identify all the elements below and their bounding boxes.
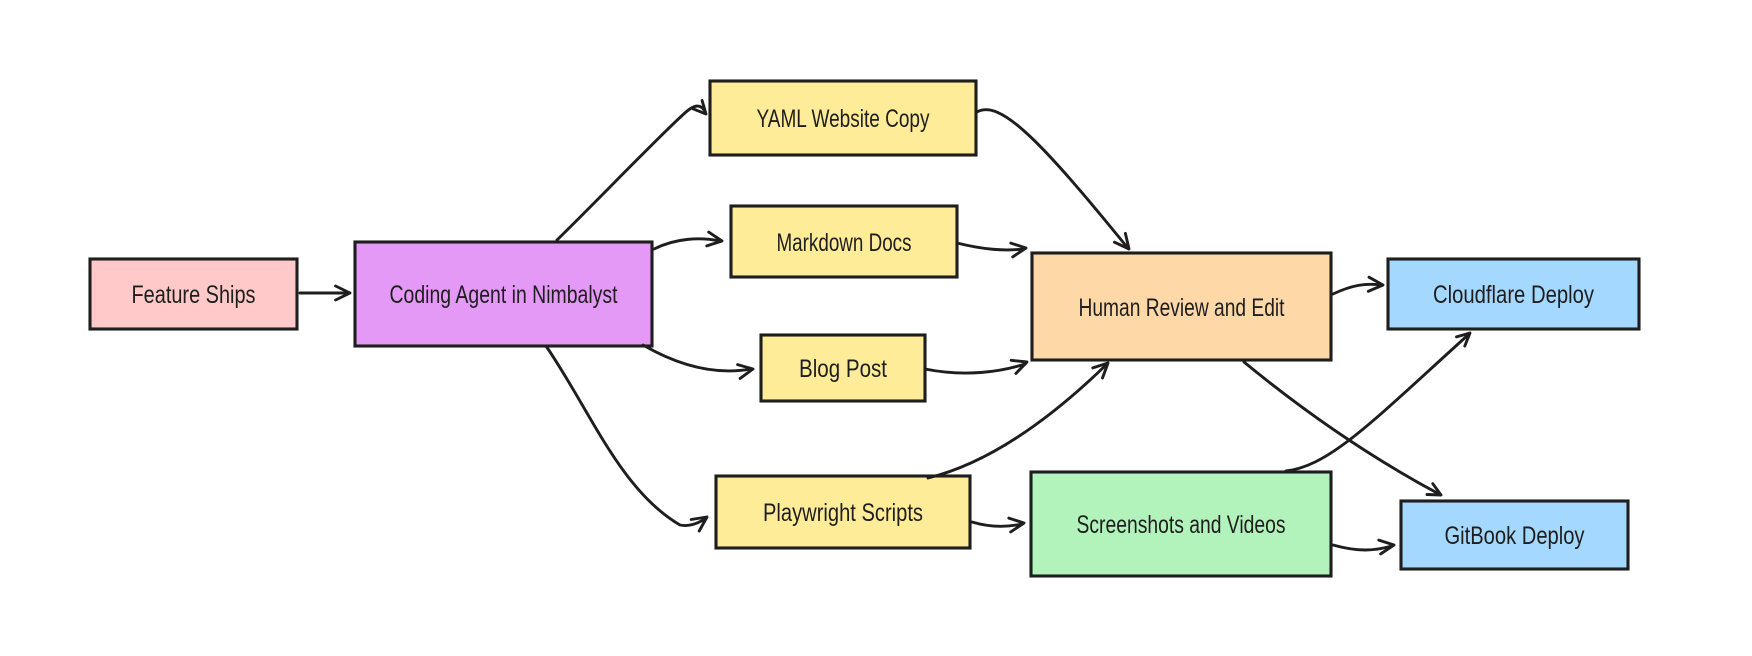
svg-text:Playwright Scripts: Playwright Scripts: [763, 499, 923, 527]
svg-text:YAML Website Copy: YAML Website Copy: [757, 105, 930, 133]
svg-text:Blog Post: Blog Post: [799, 355, 887, 383]
svg-text:Feature Ships: Feature Ships: [132, 281, 256, 309]
svg-text:Markdown Docs: Markdown Docs: [777, 229, 912, 257]
svg-text:Human Review and Edit: Human Review and Edit: [1079, 294, 1285, 322]
svg-text:GitBook Deploy: GitBook Deploy: [1445, 522, 1585, 550]
svg-text:Coding Agent in Nimbalyst: Coding Agent in Nimbalyst: [390, 281, 618, 309]
svg-text:Cloudflare Deploy: Cloudflare Deploy: [1433, 281, 1594, 309]
svg-text:Screenshots and Videos: Screenshots and Videos: [1077, 511, 1286, 539]
